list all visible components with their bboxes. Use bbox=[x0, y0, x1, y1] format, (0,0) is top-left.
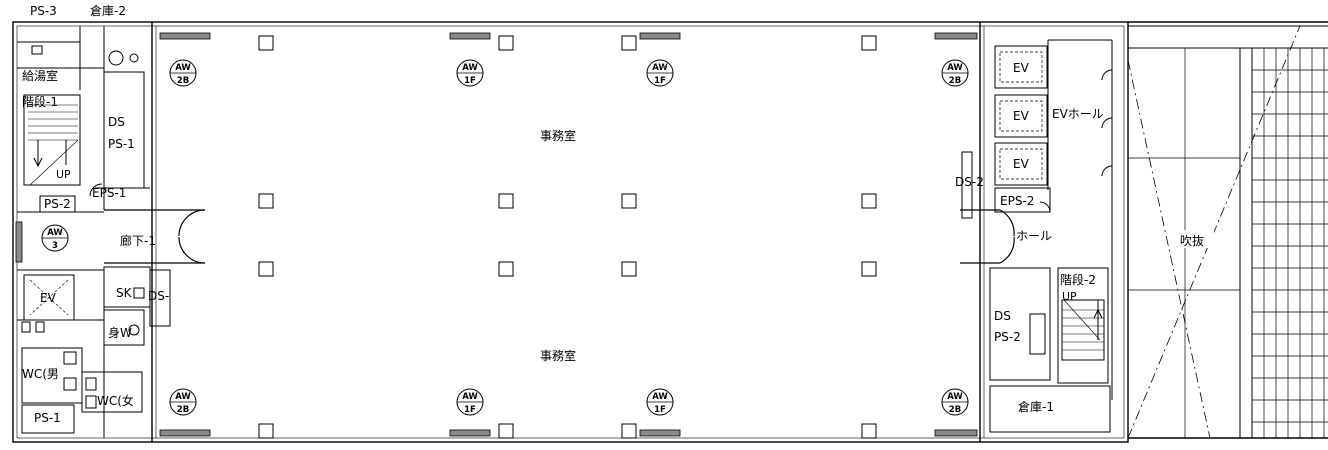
label-eps2: EPS-2 bbox=[1000, 194, 1034, 208]
aw-1f-bottom-2: AW 1F bbox=[646, 388, 674, 416]
label-soko2: 倉庫-2 bbox=[90, 3, 126, 18]
svg-text:1F: 1F bbox=[654, 405, 666, 415]
corridor-walls bbox=[104, 209, 1015, 264]
left-core bbox=[17, 26, 171, 438]
label-kyuto: 給湯室 bbox=[22, 68, 58, 83]
label-ev-r3: EV bbox=[1013, 157, 1030, 171]
label-wc-f: WC(女 bbox=[97, 393, 134, 408]
label-ds-ps2-b: PS-2 bbox=[994, 330, 1021, 344]
aw-2b-top-left: AW 2B bbox=[169, 59, 197, 87]
svg-text:2B: 2B bbox=[949, 405, 961, 415]
aw-1f-bottom-1: AW 1F bbox=[456, 388, 484, 416]
label-up1: UP bbox=[56, 168, 71, 181]
atrium bbox=[1127, 25, 1328, 439]
svg-text:AW: AW bbox=[47, 228, 63, 238]
label-ev-hall: EVホール bbox=[1052, 107, 1104, 121]
label-ds2: DS-2 bbox=[955, 175, 984, 189]
svg-text:1F: 1F bbox=[464, 76, 476, 86]
svg-text:AW: AW bbox=[947, 63, 963, 73]
label-ev-r1: EV bbox=[1013, 61, 1030, 75]
room-labels: PS-3 倉庫-2 給湯室 階段-1 UP DS PS-1 EPS-1 PS-2… bbox=[22, 3, 1214, 425]
label-jimu-bottom: 事務室 bbox=[540, 348, 576, 363]
label-up2: UP bbox=[1062, 290, 1077, 303]
label-ps2-left: PS-2 bbox=[44, 197, 71, 211]
label-kaidan2: 階段-2 bbox=[1060, 272, 1096, 287]
svg-text:AW: AW bbox=[462, 392, 478, 402]
aw-2b-top-right: AW 2B bbox=[941, 59, 969, 87]
label-kaidan1: 階段-1 bbox=[22, 94, 58, 109]
svg-text:AW: AW bbox=[175, 392, 191, 402]
label-ds-ps2-a: DS bbox=[994, 309, 1011, 323]
svg-text:2B: 2B bbox=[949, 76, 961, 86]
svg-text:1F: 1F bbox=[464, 405, 476, 415]
exterior-walls bbox=[12, 21, 1328, 443]
label-ev-r2: EV bbox=[1013, 109, 1030, 123]
svg-text:2B: 2B bbox=[177, 405, 189, 415]
label-ps3: PS-3 bbox=[30, 4, 57, 18]
aw-2b-bottom-left: AW 2B bbox=[169, 388, 197, 416]
svg-text:AW: AW bbox=[652, 392, 668, 402]
label-jimu-top: 事務室 bbox=[540, 128, 576, 143]
svg-text:3: 3 bbox=[52, 241, 58, 251]
svg-text:AW: AW bbox=[652, 63, 668, 73]
label-fukinuke: 吹抜 bbox=[1180, 234, 1204, 248]
atrium-grid bbox=[1128, 48, 1328, 438]
svg-text:1F: 1F bbox=[654, 76, 666, 86]
label-ds-ps1-a: DS bbox=[108, 115, 125, 129]
window-hatching bbox=[15, 32, 978, 437]
label-hall: ホール bbox=[1016, 229, 1052, 243]
label-mi: 身W bbox=[108, 325, 132, 340]
right-core bbox=[961, 39, 1113, 433]
aw-3-left: AW 3 bbox=[41, 224, 69, 252]
svg-text:AW: AW bbox=[462, 63, 478, 73]
svg-text:2B: 2B bbox=[177, 76, 189, 86]
aw-1f-top-2: AW 1F bbox=[646, 59, 674, 87]
label-ds-small: DS- bbox=[148, 289, 169, 303]
aw-1f-top-1: AW 1F bbox=[456, 59, 484, 87]
label-soko1: 倉庫-1 bbox=[1018, 399, 1054, 414]
columns bbox=[258, 35, 877, 439]
label-roka1: 廊下-1 bbox=[120, 233, 156, 248]
label-wc-m: WC(男 bbox=[22, 367, 59, 381]
label-ev-left: EV bbox=[40, 291, 57, 305]
label-ps1-bottom: PS-1 bbox=[34, 411, 61, 425]
aw-2b-bottom-right: AW 2B bbox=[941, 388, 969, 416]
label-ds-ps1-b: PS-1 bbox=[108, 137, 135, 151]
svg-text:AW: AW bbox=[175, 63, 191, 73]
label-eps1: EPS-1 bbox=[92, 186, 126, 200]
label-sk: SK bbox=[116, 286, 133, 300]
svg-text:AW: AW bbox=[947, 392, 963, 402]
